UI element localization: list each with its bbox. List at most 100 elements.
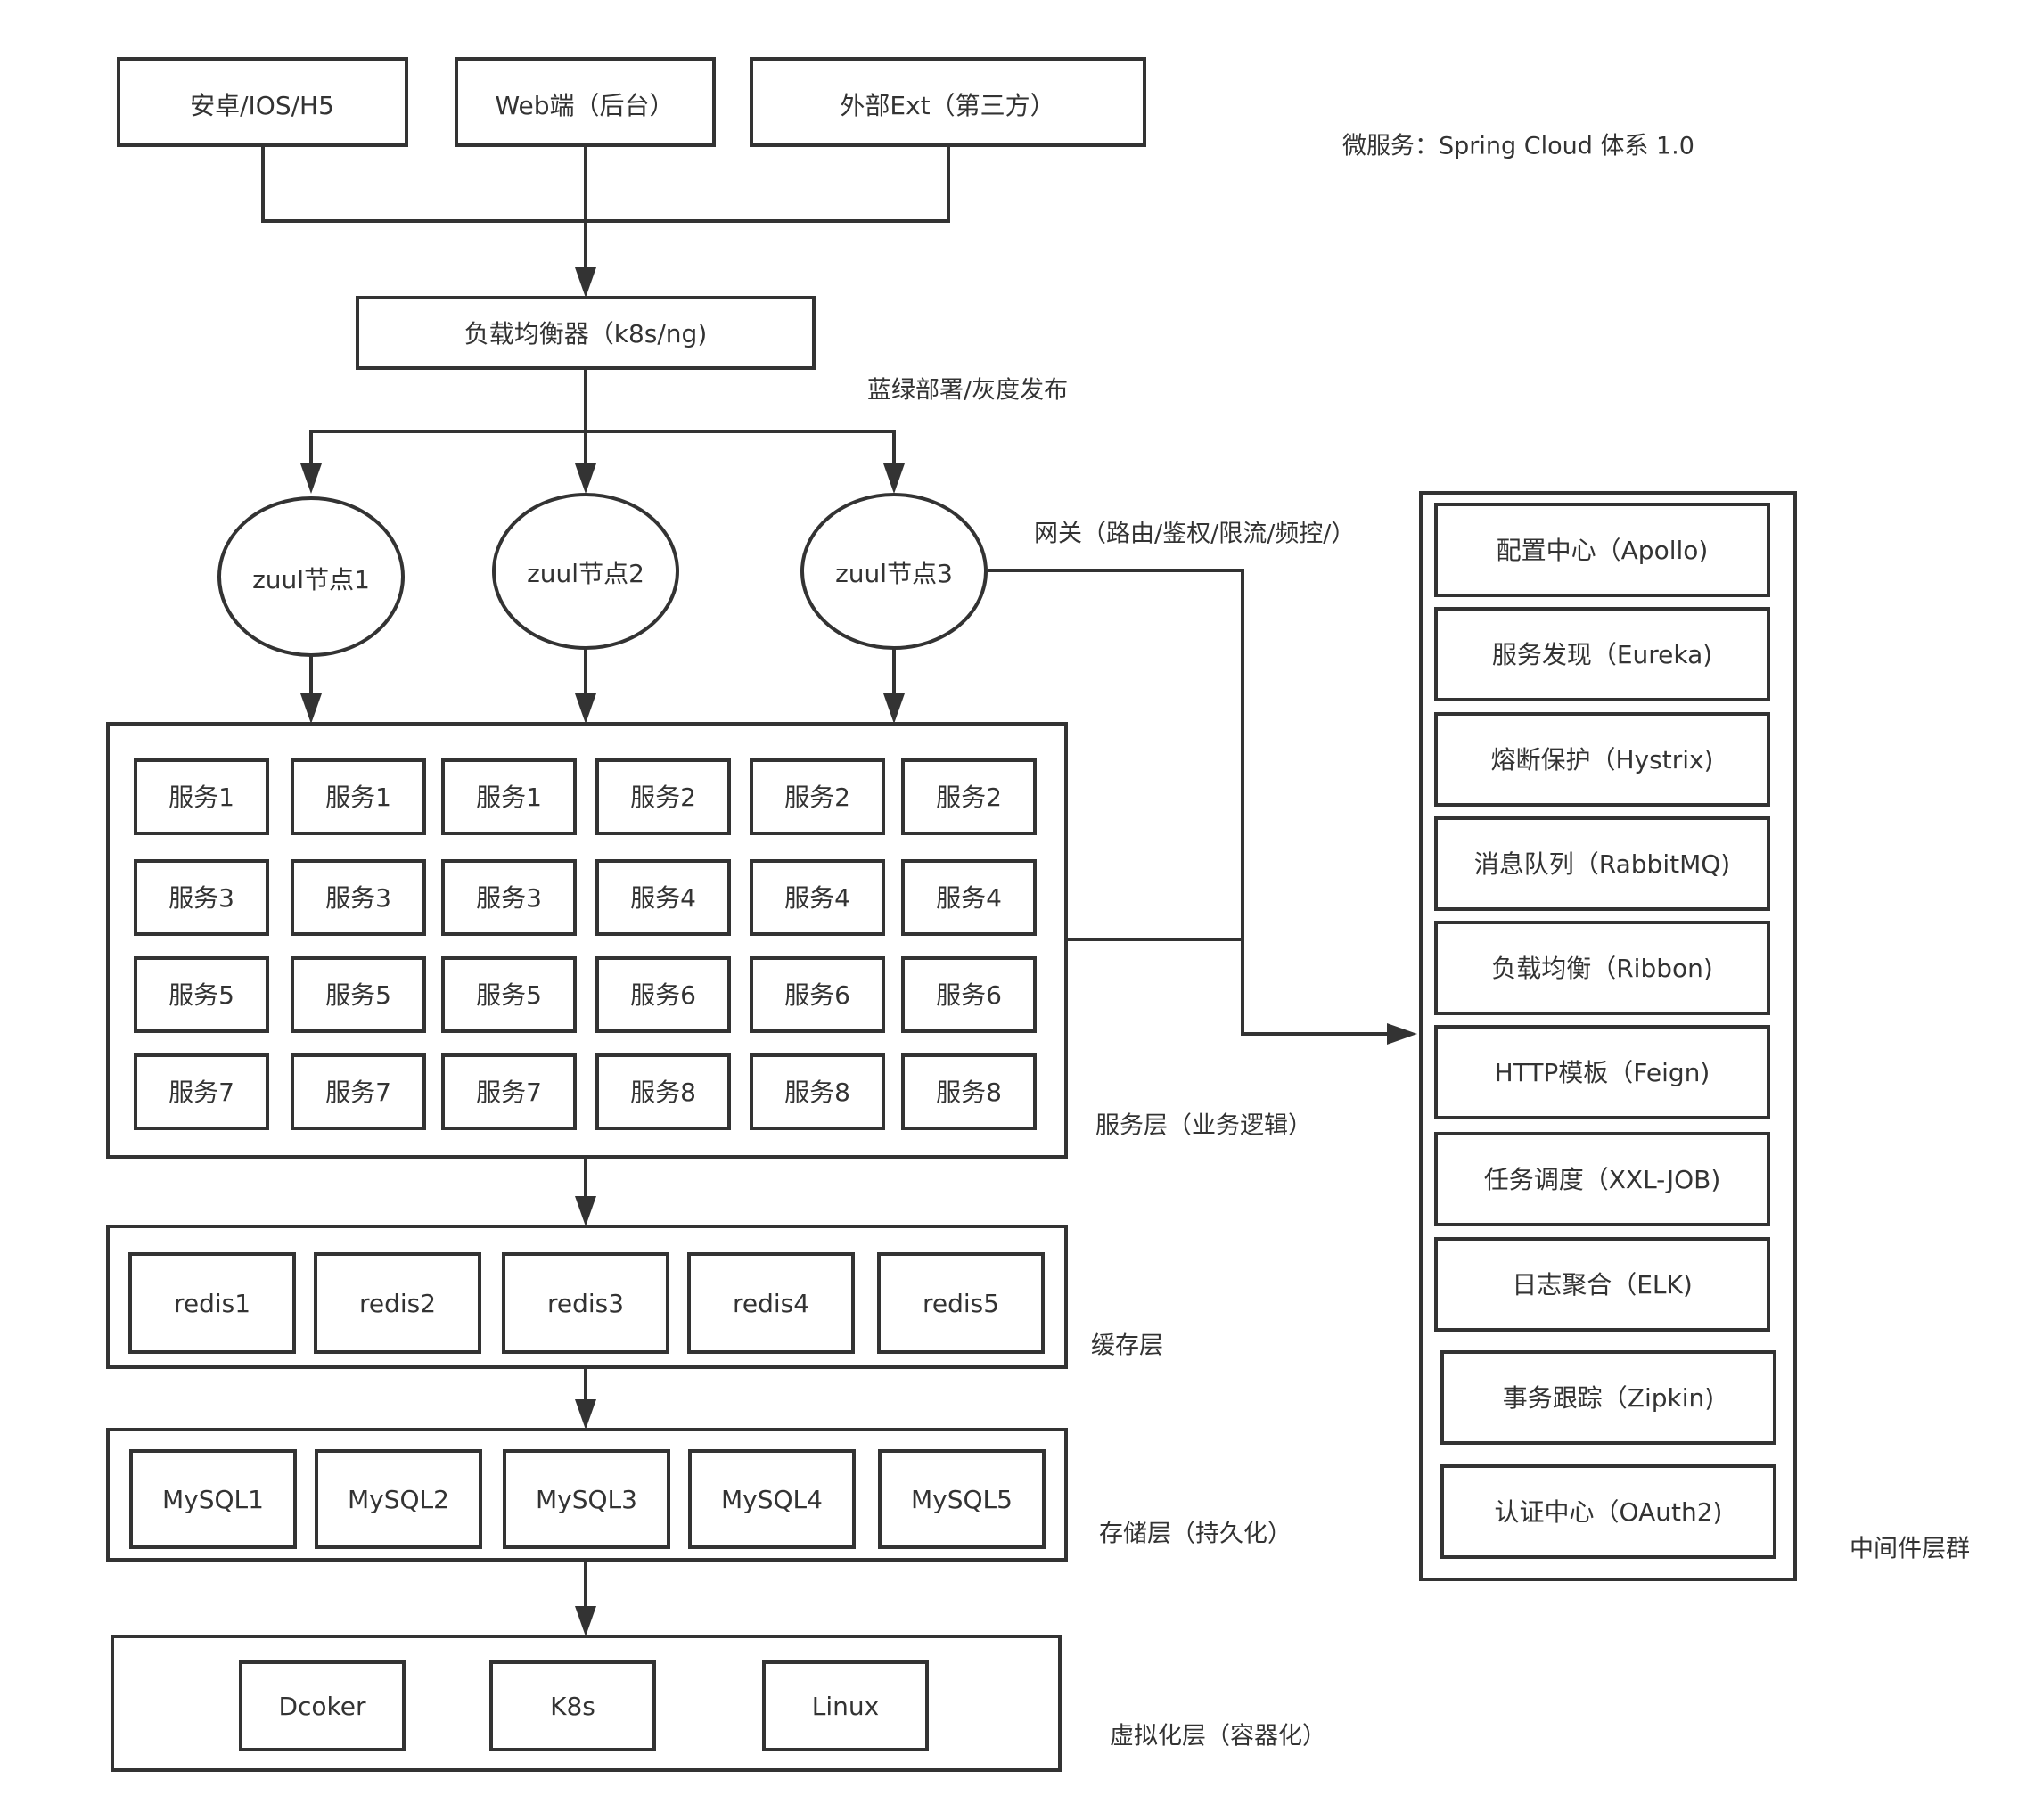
zuul-node-2-label: zuul节点2 — [527, 559, 644, 588]
mysql-node-label: MySQL2 — [348, 1485, 449, 1514]
redis-node-label: redis1 — [174, 1289, 250, 1318]
service-node-label: 服务7 — [476, 1078, 542, 1107]
service-node-box — [901, 956, 1037, 1033]
middleware-item-box — [1440, 1350, 1776, 1445]
service-node-box — [901, 859, 1037, 936]
virtual-layer-label: 虚拟化层（容器化） — [1110, 1723, 1326, 1750]
middleware-item-box — [1434, 607, 1770, 701]
zuul-node-2 — [492, 493, 679, 650]
middleware-item-label: 服务发现（Eureka) — [1492, 640, 1712, 669]
redis-node-box — [502, 1252, 669, 1354]
load-balancer-box — [356, 296, 816, 370]
service-node-label: 服务4 — [784, 883, 850, 913]
middleware-item-label: 消息队列（RabbitMQ) — [1474, 849, 1730, 879]
middleware-column: 配置中心（Apollo) 服务发现（Eureka) 熔断保护（Hystrix) 消息队… — [1434, 503, 1776, 1559]
virtual-node-label: Linux — [812, 1692, 879, 1721]
service-node-label: 服务8 — [784, 1078, 850, 1107]
redis-node-box — [314, 1252, 481, 1354]
middleware-item-box — [1434, 816, 1770, 911]
service-node-label: 服务6 — [936, 980, 1002, 1010]
service-node-box — [134, 859, 269, 936]
service-layer-label: 服务层（业务逻辑） — [1095, 1112, 1312, 1140]
service-node-box — [134, 956, 269, 1033]
service-node-box — [291, 859, 426, 936]
service-node-label: 服务2 — [630, 783, 696, 812]
service-node-label: 服务5 — [168, 980, 234, 1010]
mysql-node-label: MySQL3 — [536, 1485, 637, 1514]
storage-row: MySQL1 MySQL2 MySQL3 MySQL4 MySQL5 — [129, 1449, 1046, 1549]
zuul-node-1 — [217, 496, 405, 657]
service-node-label: 服务2 — [784, 783, 850, 812]
zuul-node-3-label: zuul节点3 — [835, 559, 953, 588]
middleware-item-label: 任务调度（XXL-JOB) — [1484, 1165, 1721, 1194]
redis-node-box — [128, 1252, 296, 1354]
service-node-box — [901, 758, 1037, 835]
mysql-node-box — [129, 1449, 297, 1549]
middleware-item-label: 熔断保护（Hystrix) — [1491, 745, 1714, 775]
service-node-label: 服务3 — [168, 883, 234, 913]
service-node-label: 服务4 — [936, 883, 1002, 913]
service-node-label: 服务4 — [630, 883, 696, 913]
client-label-external: 外部Ext（第三方） — [840, 91, 1054, 120]
service-node-box — [901, 1053, 1037, 1130]
service-node-label: 服务3 — [476, 883, 542, 913]
service-node-box — [441, 1053, 577, 1130]
mysql-node-label: MySQL1 — [162, 1485, 264, 1514]
service-node-box — [750, 956, 885, 1033]
client-label-android: 安卓/IOS/H5 — [190, 91, 334, 120]
client-label-web: Web端（后台） — [495, 91, 674, 120]
service-node-box — [750, 758, 885, 835]
cache-layer-label: 缓存层 — [1091, 1332, 1163, 1360]
middleware-item-label: 配置中心（Apollo) — [1497, 536, 1709, 565]
service-node-box — [291, 1053, 426, 1130]
redis-node-label: redis5 — [923, 1289, 999, 1318]
mysql-node-box — [503, 1449, 670, 1549]
service-node-box — [441, 859, 577, 936]
service-node-label: 服务8 — [936, 1078, 1002, 1107]
service-node-box — [750, 859, 885, 936]
middleware-item-box — [1434, 712, 1770, 807]
middleware-item-box — [1434, 503, 1770, 597]
service-node-label: 服务5 — [476, 980, 542, 1010]
middleware-item-box — [1440, 1464, 1776, 1559]
service-node-label: 服务6 — [784, 980, 850, 1010]
middleware-item-label: 认证中心（OAuth2) — [1495, 1497, 1723, 1527]
redis-node-label: redis2 — [359, 1289, 436, 1318]
service-node-box — [595, 956, 731, 1033]
service-node-box — [441, 956, 577, 1033]
service-node-label: 服务1 — [168, 783, 234, 812]
service-node-box — [134, 758, 269, 835]
mysql-node-label: MySQL4 — [721, 1485, 823, 1514]
diagram-title: 微服务：Spring Cloud 体系 1.0 — [1342, 133, 1694, 160]
service-node-box — [134, 1053, 269, 1130]
redis-node-box — [877, 1252, 1045, 1354]
middleware-item-box — [1434, 1132, 1770, 1226]
mysql-node-label: MySQL5 — [911, 1485, 1013, 1514]
redis-node-box — [687, 1252, 855, 1354]
service-node-label: 服务2 — [936, 783, 1002, 812]
middleware-item-box — [1434, 921, 1770, 1015]
mysql-node-box — [688, 1449, 856, 1549]
middleware-item-label: 负载均衡（Ribbon) — [1491, 954, 1713, 983]
mysql-node-box — [315, 1449, 482, 1549]
virtual-node-box — [489, 1660, 656, 1751]
service-node-label: 服务1 — [325, 783, 391, 812]
virtual-node-label: Dcoker — [278, 1692, 366, 1721]
service-node-label: 服务3 — [325, 883, 391, 913]
middleware-item-box — [1434, 1237, 1770, 1332]
service-node-label: 服务8 — [630, 1078, 696, 1107]
service-node-label: 服务6 — [630, 980, 696, 1010]
zuul-node-1-label: zuul节点1 — [252, 565, 370, 594]
mysql-node-box — [878, 1449, 1046, 1549]
virtual-node-box — [239, 1660, 406, 1751]
load-balancer-label: 负载均衡器（k8s/ng) — [464, 319, 708, 348]
gateway-label: 网关（路由/鉴权/限流/频控/） — [1034, 521, 1355, 548]
service-node-box — [595, 859, 731, 936]
service-node-box — [441, 758, 577, 835]
deployment-note: 蓝绿部署/灰度发布 — [867, 377, 1068, 405]
middleware-item-label: 日志聚合（ELK) — [1512, 1270, 1693, 1299]
storage-layer-label: 存储层（持久化） — [1099, 1521, 1292, 1548]
